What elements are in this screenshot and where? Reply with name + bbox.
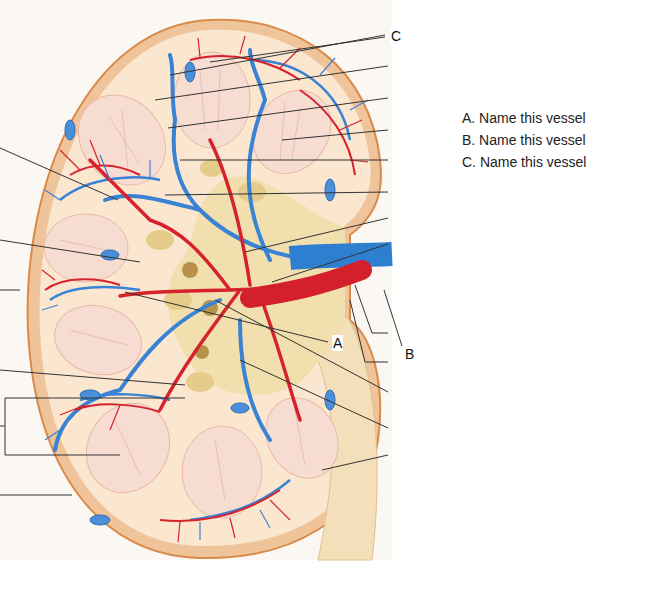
- calyx-opening: [182, 262, 198, 278]
- leader-lines: [0, 35, 402, 495]
- interlobar-artery: [90, 140, 300, 420]
- callout-letter: B: [404, 346, 415, 362]
- minor-calyx: [186, 372, 214, 392]
- renal-pyramid: [44, 214, 128, 282]
- renal-artery: [250, 270, 362, 298]
- leader-line: [0, 148, 185, 495]
- minor-calyx: [146, 230, 174, 250]
- renal-pyramid: [61, 78, 184, 203]
- vein-section: [231, 403, 249, 413]
- renal-vein: [290, 254, 392, 258]
- callout-letter: C: [390, 28, 402, 44]
- leader-line-a: [125, 292, 328, 342]
- question-text: B. Name this vessel: [461, 132, 587, 148]
- figure-ground: [0, 0, 392, 560]
- leader-line: [170, 35, 385, 75]
- renal-pyramid: [174, 52, 250, 148]
- leader-line-b: [384, 290, 402, 346]
- callout-letter: A: [332, 335, 343, 351]
- question-text: C. Name this vessel: [461, 154, 587, 170]
- question-text: A. Name this vessel: [461, 110, 587, 126]
- interlobular-vein: [42, 58, 368, 540]
- vein-section: [65, 120, 75, 140]
- renal-capsule: [28, 20, 381, 558]
- vein-section: [90, 515, 110, 525]
- leader-bracket: [350, 285, 388, 362]
- vein-section: [325, 179, 335, 201]
- interlobar-vein: [55, 50, 300, 450]
- leader-line: [155, 66, 388, 470]
- interlobular-artery: [42, 36, 368, 542]
